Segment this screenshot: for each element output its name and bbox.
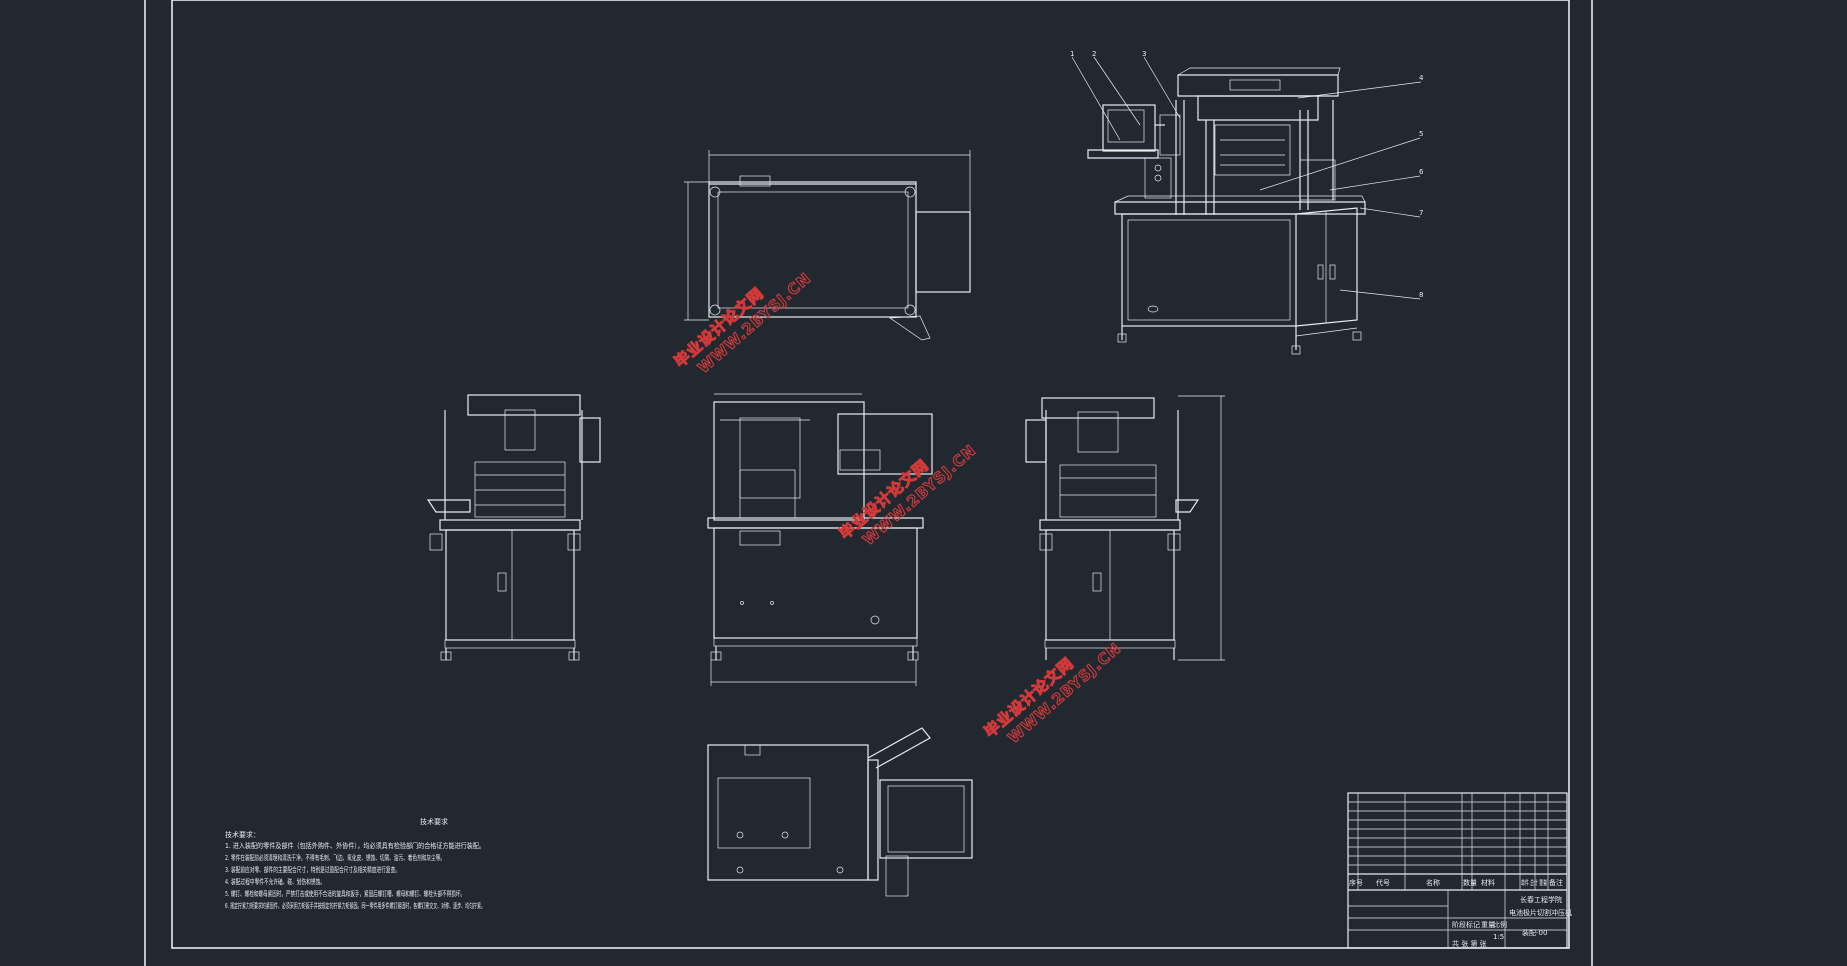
callout-8: 8	[1419, 291, 1423, 299]
callout-5: 5	[1419, 130, 1423, 138]
technical-requirements: 技术要求 技术要求： 1. 进入装配的零件及部件（包括外购件、外协件），均必须具…	[225, 817, 485, 910]
header-name: 名称	[1426, 878, 1440, 887]
header-qty: 数量	[1463, 878, 1477, 887]
tech-requirement-2: 2. 零件在装配前必须清理和清洗干净，不得有毛刺、飞边、氧化皮、锈蚀、切屑、油污…	[225, 853, 445, 862]
watermark-3: 毕业设计论文网 WWW.2BYSJ.CN	[980, 639, 1125, 748]
tech-requirement-5: 5. 螺钉、螺栓和螺母紧固时，严禁打击或使用不合适的旋具和扳手，紧固后螺钉槽、螺…	[225, 889, 465, 898]
callout-7: 7	[1419, 209, 1423, 217]
left-side-view	[426, 394, 601, 661]
callout-4: 4	[1419, 74, 1424, 82]
header-remark: 备注	[1549, 878, 1563, 887]
bottom-view	[707, 727, 973, 897]
title-block: 序号 代号 名称 数量 材料 单件 总计 重量 备注 长春工程学院 电池极片切割…	[1347, 792, 1572, 949]
tech-requirement-3: 3. 装配前应对零、部件的主要配合尺寸，特别是过盈配合尺寸及相关精度进行复查。	[225, 865, 400, 874]
scale-value: 1:5	[1493, 933, 1504, 941]
tech-requirements-title: 技术要求	[420, 817, 448, 826]
top-view	[684, 150, 971, 341]
header-no: 序号	[1349, 878, 1363, 887]
stage-label: 阶段标记	[1452, 920, 1480, 929]
sheet-count: 共 张 第 张	[1452, 939, 1487, 948]
callout-3: 3	[1142, 50, 1146, 58]
tech-requirement-6: 6. 规定拧紧力矩要求的紧固件，必须采用力矩扳手并按规定的拧紧力矩紧固。同一零件…	[225, 901, 485, 910]
isometric-view: 1 2 3 4 5 6 7 8	[1070, 50, 1424, 355]
school-name: 长春工程学院	[1520, 895, 1562, 904]
tech-requirements-intro: 技术要求：	[225, 830, 260, 839]
header-material: 材料	[1481, 878, 1495, 887]
sheet-border	[144, 0, 1593, 966]
header-weight: 单件 总计 重量	[1521, 878, 1547, 887]
callout-1: 1	[1070, 50, 1074, 58]
weight-label: 重量	[1481, 921, 1495, 929]
front-view	[707, 393, 933, 686]
header-code: 代号	[1376, 878, 1390, 887]
callout-2: 2	[1092, 50, 1096, 58]
right-side-view	[1025, 395, 1225, 661]
product-name: 电池极片切割冲压机	[1509, 908, 1572, 917]
watermark-2: 毕业设计论文网 WWW.2BYSJ.CN	[835, 441, 980, 550]
drawing-number: 装配-00	[1522, 928, 1547, 937]
callout-6: 6	[1419, 168, 1424, 176]
tech-requirement-4: 4. 装配过程中零件不允许磕、碰、划伤和锈蚀。	[225, 877, 325, 886]
scale-label: 比例	[1493, 920, 1507, 929]
tech-requirement-1: 1. 进入装配的零件及部件（包括外购件、外协件），均必须具有检验部门的合格证方能…	[225, 841, 485, 850]
